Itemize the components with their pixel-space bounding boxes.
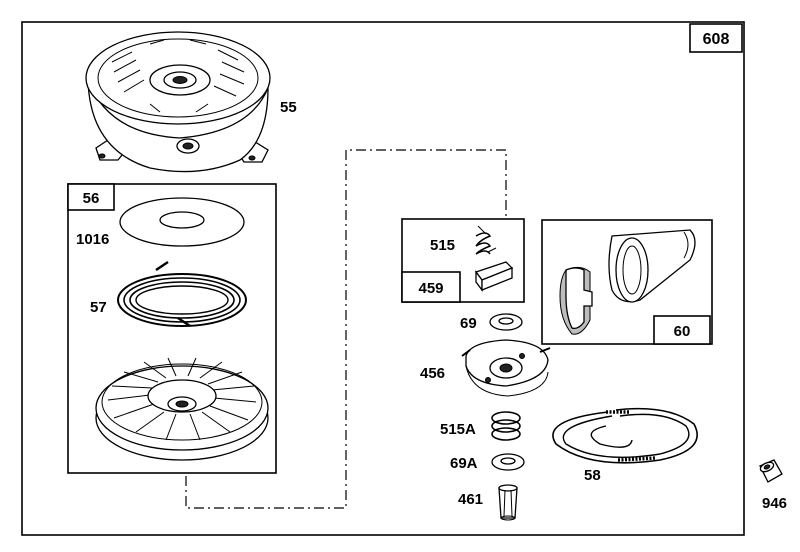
pawl-kit-box: [401, 218, 525, 303]
label-56: 56: [83, 190, 100, 207]
label-515A: 515A: [440, 421, 476, 438]
starter-pulley[interactable]: [95, 357, 269, 461]
retainer-spring[interactable]: [491, 411, 521, 441]
pulley-kit-box: [67, 183, 277, 474]
diagram-frame: [21, 21, 745, 536]
handle-kit-label-box: [653, 315, 711, 345]
frame-label-box: [689, 23, 743, 53]
label-1016: 1016: [76, 231, 109, 248]
washer-69A[interactable]: [491, 453, 525, 471]
label-456: 456: [420, 365, 445, 382]
label-946: 946: [762, 495, 787, 512]
label-55: 55: [280, 99, 297, 116]
starter-rope[interactable]: [552, 407, 698, 464]
label-461: 461: [458, 491, 483, 508]
label-69: 69: [460, 315, 477, 332]
label-459: 459: [418, 280, 443, 297]
retainer[interactable]: [461, 339, 551, 397]
label-515: 515: [430, 237, 455, 254]
insert-946[interactable]: [759, 459, 783, 483]
washer-69[interactable]: [489, 313, 523, 331]
pawl[interactable]: [474, 261, 514, 292]
label-58: 58: [584, 467, 601, 484]
assembly-line: [185, 149, 507, 509]
label-69A: 69A: [450, 455, 478, 472]
label-57: 57: [90, 299, 107, 316]
handle-kit-box: [541, 219, 713, 345]
rewind-spring[interactable]: [117, 260, 247, 328]
pawl-spring[interactable]: [475, 225, 497, 255]
label-60: 60: [674, 323, 691, 340]
handle-insert-piece[interactable]: [559, 266, 593, 335]
seal-washer[interactable]: [119, 197, 245, 247]
frame-label: 608: [703, 31, 730, 48]
starter-handle[interactable]: [608, 229, 696, 303]
pulley-kit-label-box: [67, 183, 115, 211]
starter-housing[interactable]: [85, 31, 271, 173]
pin[interactable]: [498, 484, 518, 521]
pawl-kit-label-box: [401, 271, 461, 303]
